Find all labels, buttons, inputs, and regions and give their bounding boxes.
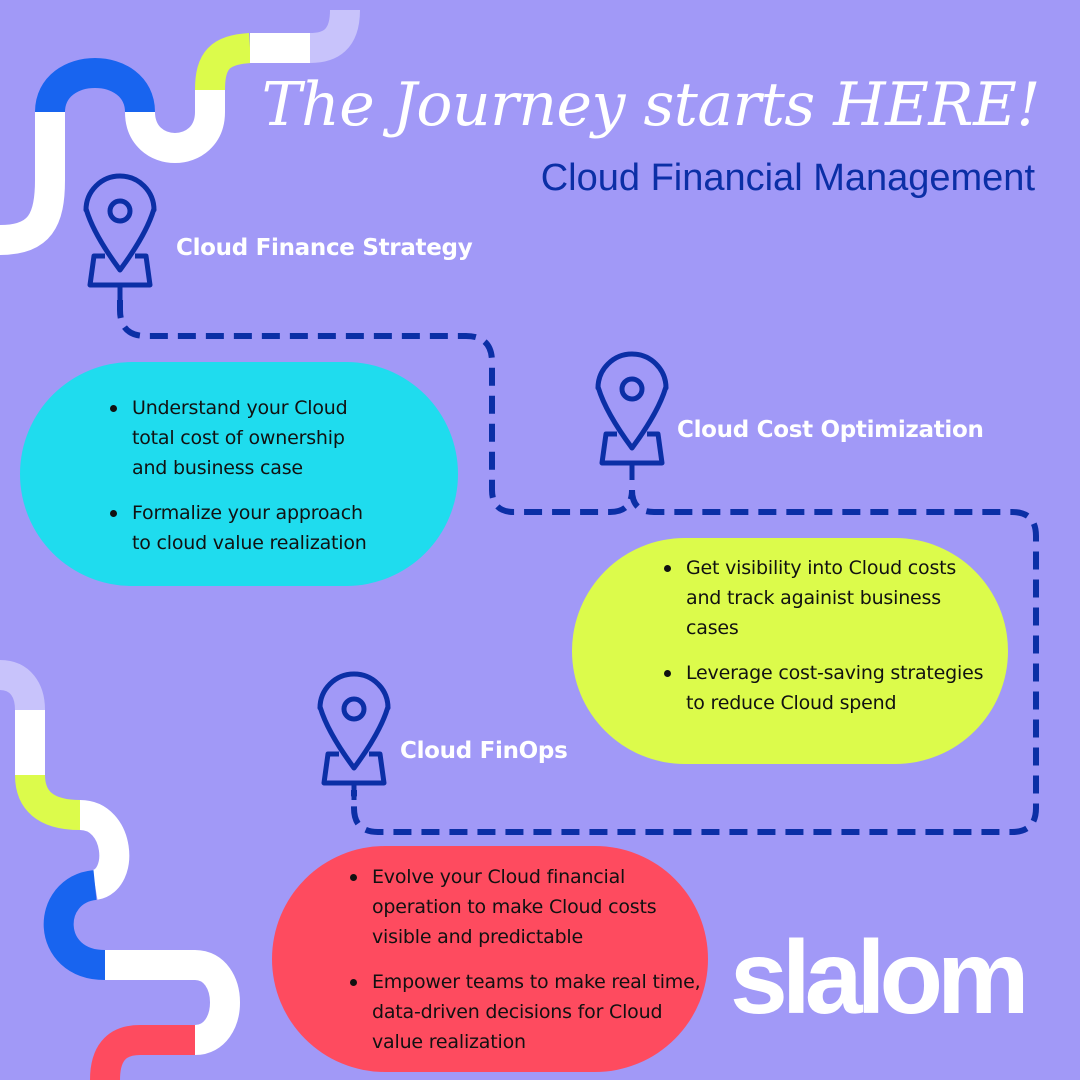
headline: The Journey starts HERE! [261, 70, 1041, 140]
brand-logo: slalom [730, 920, 1029, 1036]
strategy-bullet-list: Understand your Cloud total cost of owne… [110, 393, 458, 558]
stage-label-finops: Cloud FinOps [400, 738, 568, 764]
optimization-card: Get visibility into Cloud costs and trac… [572, 538, 1008, 764]
stage-label-optimization: Cloud Cost Optimization [677, 417, 984, 443]
map-pin-icon [595, 351, 669, 480]
top-ribbon [0, 9, 360, 255]
bullet-item: Leverage cost-saving strategies to reduc… [664, 658, 986, 718]
bullet-item: Formalize your approach to cloud value r… [110, 498, 382, 558]
strategy-card: Understand your Cloud total cost of owne… [20, 362, 458, 586]
bullet-item: Understand your Cloud total cost of owne… [110, 393, 382, 483]
journey-path [117, 300, 1039, 835]
finops-card: Evolve your Cloud financial operation to… [272, 846, 708, 1072]
stage-label-strategy: Cloud Finance Strategy [176, 235, 473, 261]
map-pin-icon [83, 173, 157, 302]
subheadline: Cloud Financial Management [540, 157, 1035, 199]
finops-bullet-list: Evolve your Cloud financial operation to… [350, 862, 708, 1057]
bullet-item: Get visibility into Cloud costs and trac… [664, 553, 986, 643]
bullet-item: Evolve your Cloud financial operation to… [350, 862, 702, 952]
bottom-ribbon [0, 660, 240, 1080]
bullet-item: Empower teams to make real time, data-dr… [350, 967, 702, 1057]
optimization-bullet-list: Get visibility into Cloud costs and trac… [664, 553, 1008, 718]
map-pin-icon [317, 671, 391, 800]
